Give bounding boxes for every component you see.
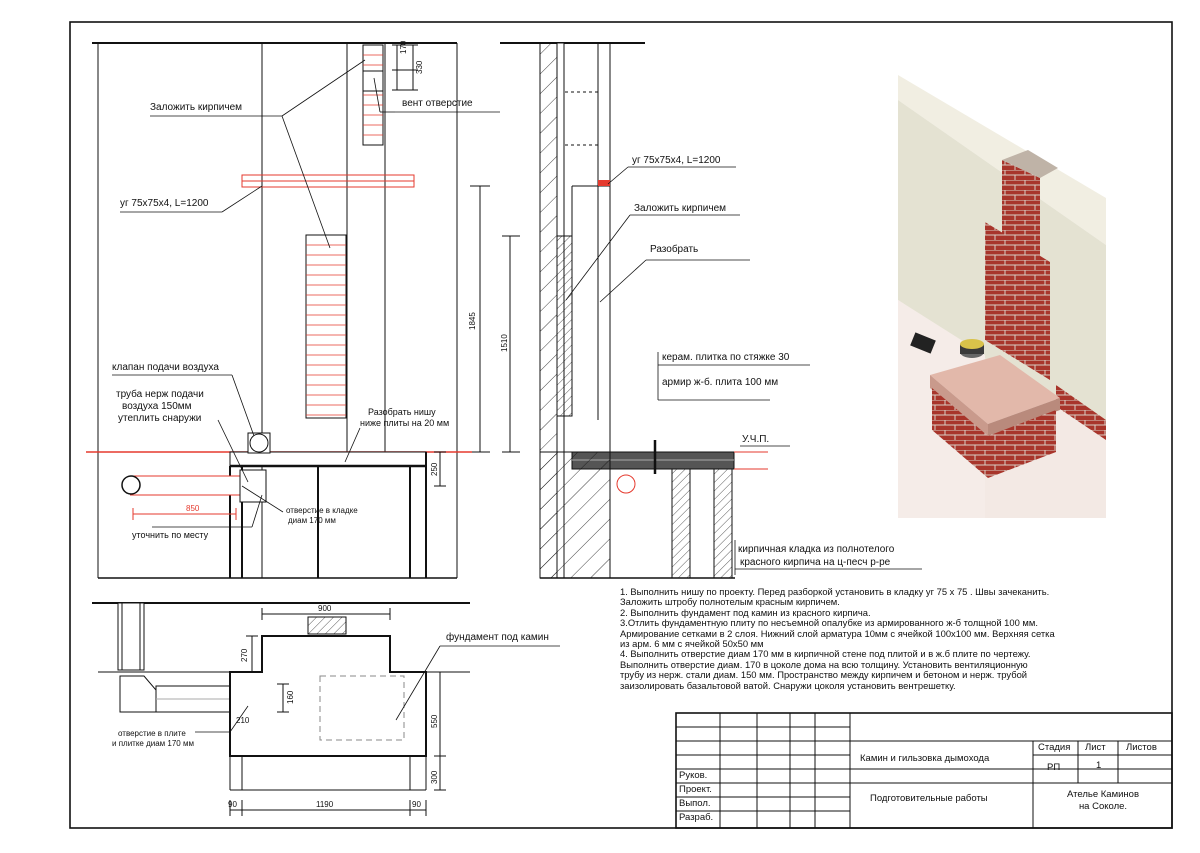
note-line: Выполнить отверстие диам. 170 в цоколе д… <box>620 658 1028 670</box>
note-line: 2. Выполнить фундамент под камин из крас… <box>620 606 871 618</box>
section-view <box>500 42 768 579</box>
section-leaders <box>565 166 922 575</box>
plan-view <box>92 602 470 816</box>
plan-dim-90-right: 90 <box>412 800 421 809</box>
elevation-air-pipe-label-3: утеплить снаружи <box>118 413 202 424</box>
note-line: Заложить штробу полнотелым красным кирпи… <box>620 596 840 608</box>
plan-dim-270: 270 <box>240 648 249 662</box>
elevation-opening-label-1: отверстие в кладке <box>286 506 358 515</box>
note-line: трубу из нерж. стали диам. 150 мм. Прост… <box>620 669 1028 681</box>
elevation-dim-250: 250 <box>430 462 439 476</box>
project-title: Камин и гильзовка дымохода <box>860 753 990 764</box>
stage-value: РП <box>1047 762 1061 773</box>
title-block <box>675 712 1173 829</box>
role-executed: Выпол. <box>679 798 711 809</box>
section-masonry-label-2: красного кирпича на ц-песч р-ре <box>740 557 891 568</box>
elevation-air-valve-label: клапан подачи воздуха <box>112 362 219 373</box>
sheet-title: Подготовительные работы <box>870 793 988 804</box>
note-line: 4. Выполнить отверстие диам 170 мм в кир… <box>620 648 1031 660</box>
plan-slab-hole-label-1: отверстие в плите <box>118 729 186 738</box>
section-slab-label: армир ж-б. плита 100 мм <box>662 377 779 388</box>
sheet-frame <box>69 21 1173 829</box>
elevation-dim-850: 850 <box>186 504 200 513</box>
section-dim-1510: 1510 <box>500 334 509 352</box>
role-head: Руков. <box>679 770 708 781</box>
company-line-1: Ателье Каминов <box>1067 789 1139 800</box>
section-brick-fill-label: Заложить кирпичем <box>634 203 727 214</box>
plan-dim-550: 550 <box>430 714 439 728</box>
elevation-dim-170: 170 <box>399 40 408 54</box>
note-line: из арм. 6 мм с ячейкой 50х50 мм <box>620 638 764 650</box>
note-line: 3.Отлить фундаментную плиту по несъемной… <box>620 617 1038 629</box>
plan-dim-90-left: 90 <box>228 800 237 809</box>
elevation-adjust-label: уточнить по месту <box>132 530 209 540</box>
sheets-header: Листов <box>1126 742 1157 753</box>
elevation-view <box>86 42 490 579</box>
elevation-brick-fill-label: Заложить кирпичем <box>150 102 243 113</box>
elevation-vent-label: вент отверстие <box>402 98 473 109</box>
note-line: Армирование сетками в 2 слоя. Нижний сло… <box>620 627 1055 639</box>
note-line: 1. Выполнить нишу по проекту. Перед разб… <box>620 586 1050 597</box>
elevation-air-pipe-label-2: воздуха 150мм <box>122 401 192 412</box>
section-dismantle-label: Разобрать <box>650 244 699 255</box>
elevation-leaders <box>112 59 500 528</box>
sheet-value: 1 <box>1096 760 1102 771</box>
role-project: Проект. <box>679 784 712 795</box>
plan-dim-1190: 1190 <box>316 800 334 809</box>
plan-foundation-label: фундамент под камин <box>446 632 549 643</box>
construction-notes: 1. Выполнить нишу по проекту. Перед разб… <box>620 586 1100 691</box>
role-developed: Разраб. <box>679 812 714 823</box>
render-3d <box>898 75 1106 518</box>
plan-leaders <box>195 645 560 733</box>
elevation-opening-label-2: диам 170 мм <box>288 516 336 525</box>
plan-dim-900: 900 <box>318 604 332 613</box>
sheet-header: Лист <box>1085 742 1106 753</box>
plan-dim-160: 160 <box>286 690 295 704</box>
section-masonry-label-1: кирпичная кладка из полнотелого <box>738 544 895 555</box>
section-angle-label: уг 75х75х4, L=1200 <box>632 155 721 166</box>
note-line: заизолировать базальтовой ватой. Снаружи… <box>620 679 956 691</box>
plan-dim-210: 210 <box>236 716 250 725</box>
elevation-dim-1845: 1845 <box>468 312 477 330</box>
elevation-niche-label-1: Разобрать нишу <box>368 407 436 417</box>
plan-slab-hole-label-2: и плитке диам 170 мм <box>112 739 194 748</box>
section-level-label: У.Ч.П. <box>742 434 770 445</box>
elevation-niche-label-2: ниже плиты на 20 мм <box>360 418 450 428</box>
elevation-dim-330: 330 <box>415 60 424 74</box>
stage-header: Стадия <box>1038 742 1071 753</box>
plan-dim-300: 300 <box>430 770 439 784</box>
elevation-angle-label: уг 75х75х4, L=1200 <box>120 198 209 209</box>
elevation-air-pipe-label-1: труба нерж подачи <box>116 389 204 400</box>
company-line-2: на Соколе. <box>1078 801 1128 812</box>
section-tile-label: керам. плитка по стяжке 30 <box>662 352 790 363</box>
